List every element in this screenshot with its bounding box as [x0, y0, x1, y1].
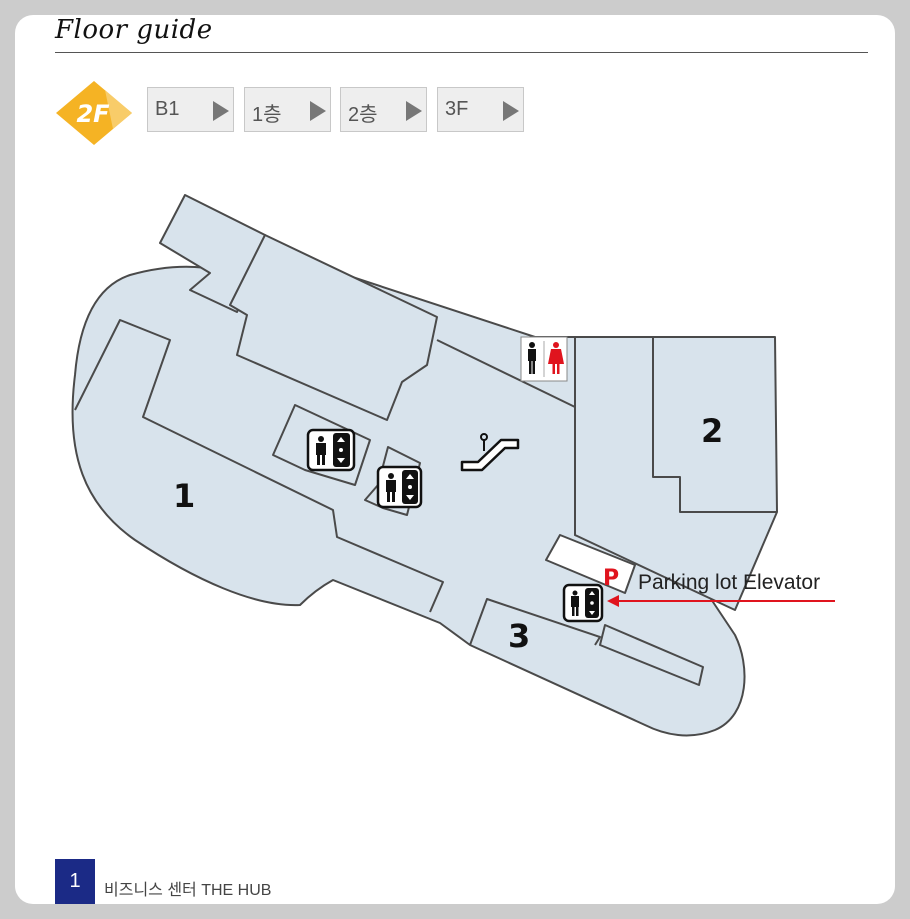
floor-tab-b1[interactable]: B1: [147, 87, 234, 132]
parking-marker: P: [603, 566, 619, 591]
floor-guide-panel: Floor guide 2F B1 1층 2층 3F: [15, 15, 895, 904]
title-divider: [55, 52, 868, 53]
map-store-block-east: [652, 337, 777, 513]
current-floor-badge: 2F: [56, 81, 132, 145]
building-index-badge: 1: [55, 859, 95, 904]
restroom-icon: [520, 336, 568, 382]
floor-tab-3f[interactable]: 3F: [437, 87, 524, 132]
floor-tab-label: 2층: [348, 104, 378, 126]
play-arrow-icon: [310, 101, 326, 121]
badge-highlight-shape: [105, 90, 132, 129]
current-floor-label: 2F: [76, 100, 110, 128]
play-arrow-icon: [406, 101, 422, 121]
floor-tab-1f[interactable]: 1층: [244, 87, 331, 132]
elevator-icon: [376, 465, 423, 509]
play-arrow-icon: [213, 101, 229, 121]
page-title: Floor guide: [55, 15, 213, 45]
map-zone-2-area[interactable]: [574, 336, 778, 611]
map-loading-strip: [599, 624, 704, 686]
map-corridor-wall: [74, 319, 444, 613]
floor-tab-label: 3F: [445, 98, 469, 120]
callout-arrow-icon: [607, 595, 835, 607]
parking-callout-label: Parking lot Elevator: [638, 571, 820, 594]
map-zone-3-label: 3: [508, 617, 530, 655]
escalator-icon: [460, 433, 520, 472]
elevator-icon: [306, 428, 356, 472]
map-store-block-north[interactable]: [229, 234, 438, 421]
map-zone-2-label: 2: [701, 412, 723, 450]
map-parking-area[interactable]: [545, 534, 636, 594]
map-inner-wall: [436, 339, 576, 408]
floor-map: 1 2 3: [71, 194, 835, 737]
play-arrow-icon: [503, 101, 519, 121]
floor-tab-2f[interactable]: 2층: [340, 87, 427, 132]
map-zone-1-label: 1: [173, 477, 195, 515]
floor-tab-label: B1: [155, 98, 180, 120]
building-name: 비즈니스 센터 THE HUB: [104, 882, 272, 899]
floor-tab-label: 1층: [252, 104, 282, 126]
map-zone-3-strip: [469, 598, 601, 646]
parking-elevator-icon[interactable]: [562, 583, 604, 623]
